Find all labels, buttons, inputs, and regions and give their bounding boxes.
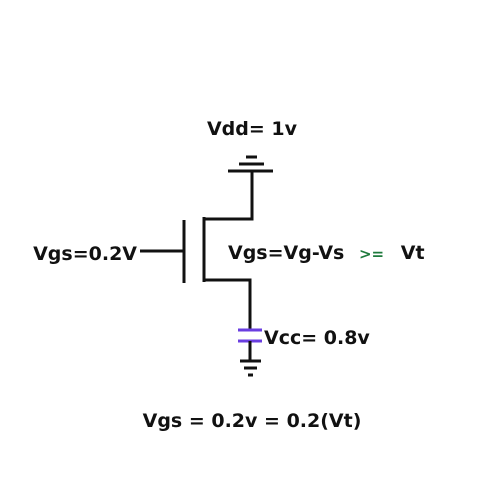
condition-lhs: Vgs=Vg-Vs <box>228 242 344 264</box>
bottom-equation: Vgs = 0.2v = 0.2(Vt) <box>143 410 362 432</box>
condition-operator: >= <box>359 245 384 263</box>
capacitor-symbol <box>238 328 262 343</box>
condition-rhs: Vt <box>401 242 425 264</box>
vdd-supply-symbol <box>228 155 273 173</box>
threshold-condition: Vgs=Vg-Vs >= Vt <box>228 242 425 264</box>
vdd-label: Vdd= 1v <box>207 118 298 140</box>
vgs-input-label: Vgs=0.2V <box>33 243 137 265</box>
vcc-label: Vcc= 0.8v <box>264 327 370 349</box>
ground-symbol <box>240 359 261 377</box>
drain-wire <box>204 171 254 221</box>
source-wire <box>204 278 252 329</box>
